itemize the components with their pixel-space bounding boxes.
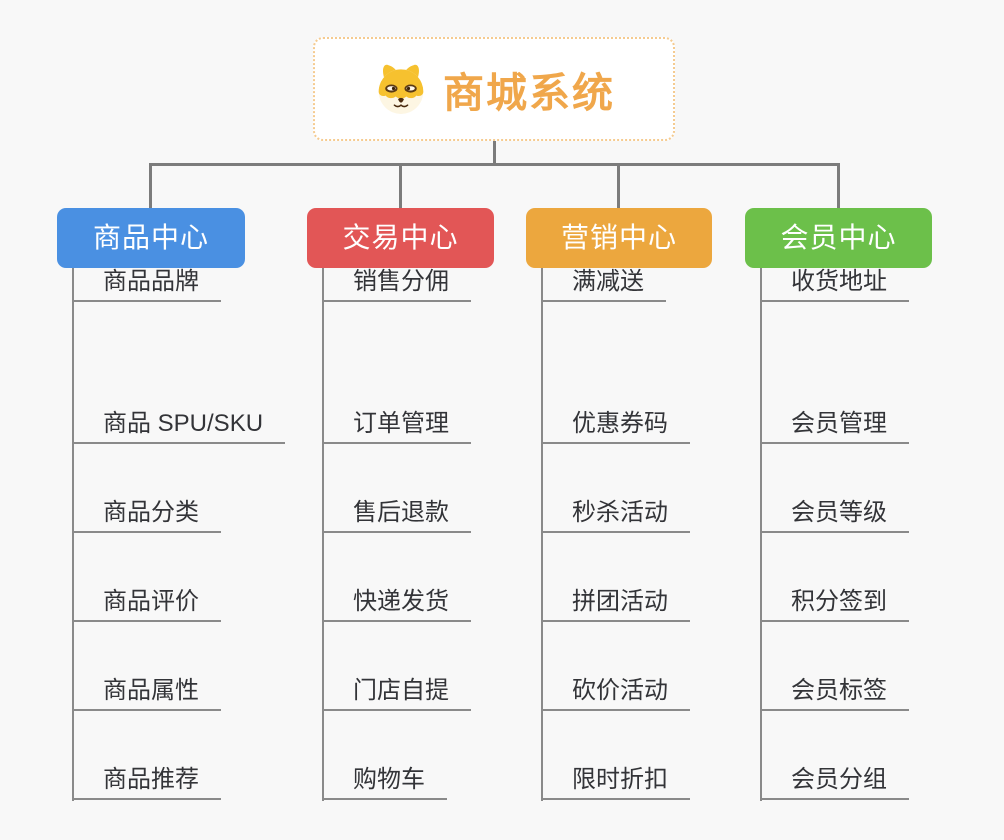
tree-item[interactable]: 售后退款 bbox=[322, 499, 471, 533]
tree-item[interactable]: 商品评价 bbox=[72, 588, 221, 622]
connector-drop-marketing bbox=[617, 163, 620, 210]
connector-drop-members bbox=[837, 163, 840, 210]
subtree-products: 商品 SPU/SKU 商品分类 商品评价 商品属性 商品推荐 商品品牌 bbox=[72, 268, 312, 801]
tree-item[interactable]: 拼团活动 bbox=[541, 588, 690, 622]
tree-item[interactable]: 限时折扣 bbox=[541, 766, 690, 800]
trunk-line bbox=[541, 268, 543, 801]
tree-item[interactable]: 购物车 bbox=[322, 766, 447, 800]
tree-item[interactable]: 销售分佣 bbox=[322, 268, 471, 302]
tree-item[interactable]: 商品品牌 bbox=[72, 268, 221, 302]
tree-item[interactable]: 会员管理 bbox=[760, 410, 909, 444]
branch-node-products[interactable]: 商品中心 bbox=[57, 208, 245, 268]
tree-item[interactable]: 收货地址 bbox=[760, 268, 909, 302]
tree-item[interactable]: 快递发货 bbox=[322, 588, 471, 622]
tree-item[interactable]: 订单管理 bbox=[322, 410, 471, 444]
subtree-marketing: 优惠券码 秒杀活动 拼团活动 砍价活动 限时折扣 满减送 bbox=[541, 268, 781, 801]
connector-drop-trade bbox=[399, 163, 402, 210]
connector-horizontal bbox=[149, 163, 840, 166]
root-title: 商城系统 bbox=[443, 70, 615, 116]
trunk-line bbox=[72, 268, 74, 801]
trunk-line bbox=[322, 268, 324, 801]
branch-node-marketing[interactable]: 营销中心 bbox=[526, 208, 712, 268]
tree-item[interactable]: 门店自提 bbox=[322, 677, 471, 711]
connector-root-stub bbox=[493, 141, 496, 163]
branch-node-members[interactable]: 会员中心 bbox=[745, 208, 932, 268]
dog-face-icon bbox=[378, 64, 424, 114]
subtree-trade: 订单管理 售后退款 快递发货 门店自提 购物车 销售分佣 bbox=[322, 268, 562, 801]
subtree-members: 会员管理 会员等级 积分签到 会员标签 会员分组 收货地址 bbox=[760, 268, 1000, 801]
tree-item[interactable]: 秒杀活动 bbox=[541, 499, 690, 533]
tree-item[interactable]: 商品推荐 bbox=[72, 766, 221, 800]
tree-item[interactable]: 商品属性 bbox=[72, 677, 221, 711]
tree-item[interactable]: 商品分类 bbox=[72, 499, 221, 533]
tree-item[interactable]: 商品 SPU/SKU bbox=[72, 410, 286, 444]
tree-item[interactable]: 会员分组 bbox=[760, 766, 909, 800]
tree-item[interactable]: 积分签到 bbox=[760, 588, 909, 622]
tree-item[interactable]: 会员等级 bbox=[760, 499, 909, 533]
root-node[interactable]: 商城系统 bbox=[313, 37, 675, 141]
trunk-line bbox=[760, 268, 762, 801]
tree-item[interactable]: 砍价活动 bbox=[541, 677, 690, 711]
branch-node-trade[interactable]: 交易中心 bbox=[307, 208, 494, 268]
tree-item[interactable]: 满减送 bbox=[541, 268, 666, 302]
tree-item[interactable]: 优惠券码 bbox=[541, 410, 690, 444]
tree-item[interactable]: 会员标签 bbox=[760, 677, 909, 711]
connector-drop-products bbox=[149, 163, 152, 210]
